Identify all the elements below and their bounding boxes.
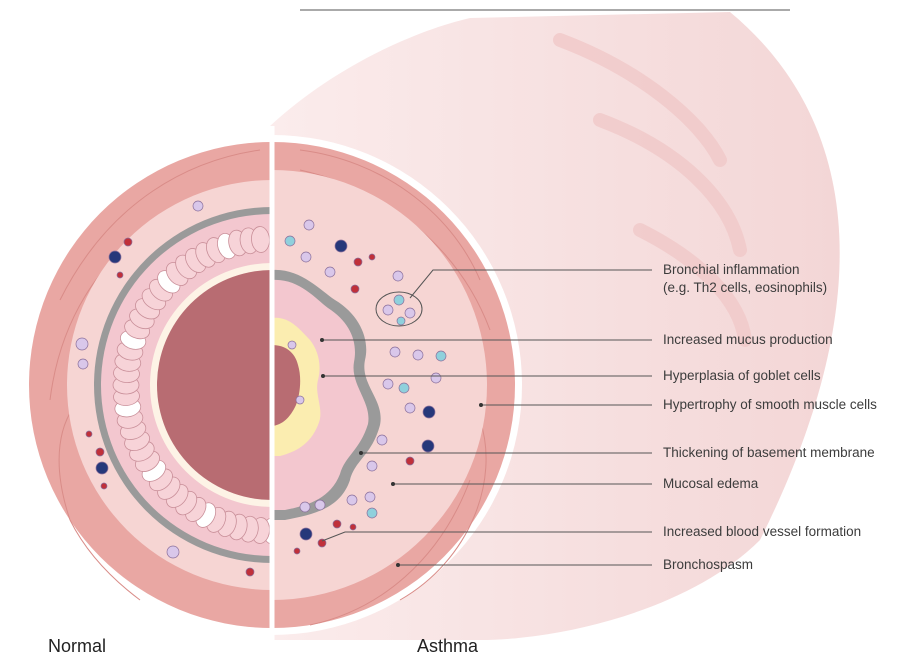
asthma-blood-vessel	[350, 284, 360, 294]
tube-folds	[553, 33, 752, 347]
caption-asthma: Asthma	[417, 636, 479, 656]
asthma-blood-vessel	[293, 547, 301, 555]
asthma-lymphocyte	[422, 405, 436, 419]
asthma-inflammation-cell	[396, 316, 406, 326]
asthma-lymphocyte	[334, 239, 348, 253]
normal-eosinophil	[77, 358, 89, 370]
asthma-eosinophil	[430, 372, 442, 384]
leader-bronchial-inflammation	[409, 269, 652, 299]
normal-blood-vessel	[245, 567, 255, 577]
asthma-blood-vessel	[405, 456, 415, 466]
label-bronchial-inflammation-title: Bronchial inflammation	[663, 262, 800, 277]
asthma-lumen	[272, 345, 301, 426]
asthma-eosinophil	[303, 219, 315, 231]
asthma-eosinophil	[287, 340, 297, 350]
inflammation-cluster-outline	[375, 291, 423, 327]
asthma-th2-cell	[366, 507, 378, 519]
label-bronchial-inflammation-subtitle: (e.g. Th2 cells, eosinophils)	[663, 280, 828, 295]
asthma-eosinophil	[299, 501, 311, 513]
normal-cross-section	[22, 135, 272, 635]
asthma-eosinophil	[314, 499, 326, 511]
asthma-th2-cell	[398, 382, 410, 394]
normal-lymphocyte	[108, 250, 122, 264]
leader-dot-basement	[359, 451, 363, 455]
normal-blood-vessel	[116, 271, 124, 279]
asthma-cross-section	[272, 135, 522, 635]
asthma-eosinophil	[324, 266, 336, 278]
leader-dot-edema	[391, 482, 395, 486]
normal-eosinophil	[192, 200, 204, 212]
normal-blood-vessel	[123, 237, 133, 247]
normal-eosinophil	[166, 545, 180, 559]
asthma-th2-cell	[284, 235, 296, 247]
asthma-inflammation-cell	[404, 307, 416, 319]
asthma-eosinophil	[389, 346, 401, 358]
leader-blood-vessel-formation	[321, 531, 652, 542]
asthma-eosinophil	[404, 402, 416, 414]
asthma-eosinophil	[366, 460, 378, 472]
asthma-inflammation-cell	[382, 304, 394, 316]
label-bronchial-inflammation: Bronchial inflammation (e.g. Th2 cells, …	[663, 261, 827, 297]
label-blood-vessel-formation: Increased blood vessel formation	[663, 524, 862, 539]
label-mucosal-edema: Mucosal edema	[663, 476, 759, 491]
asthma-eosinophil	[364, 491, 376, 503]
normal-blood-vessel	[85, 430, 93, 438]
normal-eosinophil	[75, 337, 89, 351]
asthma-lymphocyte	[299, 527, 313, 541]
asthma-blood-vessel	[332, 519, 342, 529]
asthma-eosinophil	[346, 494, 358, 506]
leader-dot-mucus	[320, 338, 324, 342]
normal-blood-vessel	[95, 447, 105, 457]
normal-blood-vessel	[100, 482, 108, 490]
leader-dot-muscle	[479, 403, 483, 407]
asthma-blood-vessel	[368, 253, 376, 261]
label-goblet-hyperplasia: Hyperplasia of goblet cells	[663, 368, 821, 383]
label-mucus-production: Increased mucus production	[663, 332, 833, 347]
asthma-eosinophil	[412, 349, 424, 361]
asthma-eosinophil	[300, 251, 312, 263]
normal-lymphocyte	[95, 461, 109, 475]
asthma-eosinophil	[295, 395, 305, 405]
leader-dot-bronchospasm	[396, 563, 400, 567]
asthma-eosinophil	[382, 378, 394, 390]
asthma-blood-vessel	[353, 257, 363, 267]
leader-dot-goblet	[321, 374, 325, 378]
normal-epithelial-cell	[251, 226, 270, 253]
asthma-blood-vessel	[317, 538, 327, 548]
label-basement-membrane-thickening: Thickening of basement membrane	[663, 445, 875, 460]
label-smooth-muscle-hypertrophy: Hypertrophy of smooth muscle cells	[663, 397, 877, 412]
asthma-lymphocyte	[421, 439, 435, 453]
asthma-blood-vessel	[349, 523, 357, 531]
asthma-eosinophil	[376, 434, 388, 446]
asthma-th2-cell	[435, 350, 447, 362]
asthma-inflammation-cell	[393, 294, 405, 306]
asthma-eosinophil	[392, 270, 404, 282]
caption-normal: Normal	[48, 636, 107, 656]
label-bronchospasm: Bronchospasm	[663, 557, 754, 572]
